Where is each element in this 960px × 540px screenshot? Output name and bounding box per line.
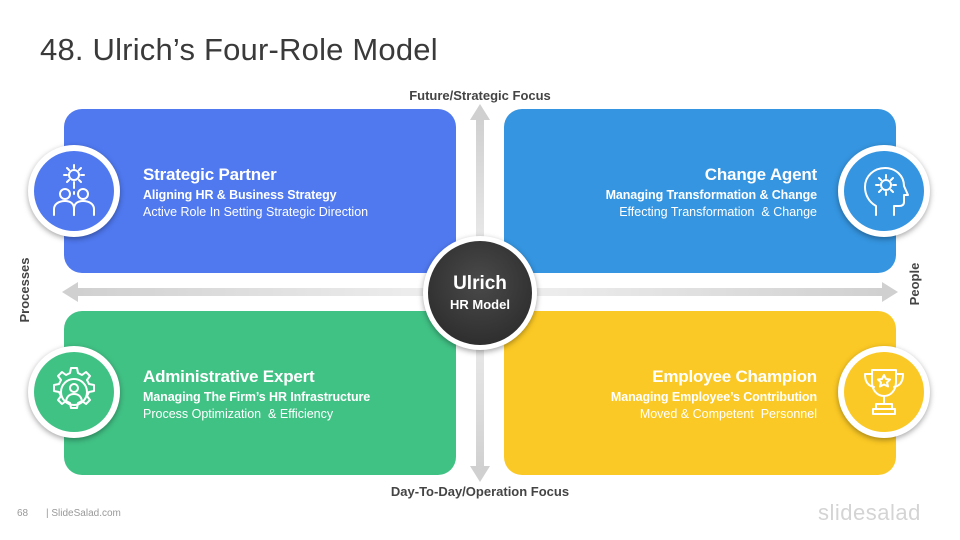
center-hub: Ulrich HR Model — [423, 236, 537, 350]
quadrant-strategic-partner — [64, 109, 456, 273]
strategic-partner-subtitle: Aligning HR & Business Strategy — [143, 188, 337, 202]
quadrant-administrative-expert — [64, 311, 456, 475]
axis-label-top: Future/Strategic Focus — [409, 88, 551, 103]
administrative-expert-subtitle: Managing The Firm’s HR Infrastructure — [143, 390, 371, 404]
employee-champion-subtitle: Managing Employee’s Contribution — [610, 390, 817, 404]
change-agent-heading: Change Agent — [704, 165, 817, 184]
team-gear-icon — [53, 164, 95, 216]
employee-champion-icon-badge — [838, 346, 930, 438]
employee-champion-heading: Employee Champion — [652, 367, 817, 386]
change-agent-text: Change Agent Managing Transformation & C… — [605, 165, 818, 219]
quadrant-employee-champion — [504, 311, 896, 475]
head-gear-icon — [864, 167, 909, 216]
administrative-expert-heading: Administrative Expert — [143, 367, 315, 386]
center-title: Ulrich — [453, 273, 507, 294]
trophy-icon — [864, 369, 904, 415]
axis-label-right: People — [907, 262, 922, 306]
employee-champion-text: Employee Champion Managing Employee’s Co… — [611, 367, 817, 421]
change-agent-icon-badge — [838, 145, 930, 237]
brand-logo: slidesalad — [818, 500, 921, 525]
administrative-expert-description: Process Optimization & Efficiency — [143, 407, 334, 421]
axis-label-left: Processes — [17, 257, 32, 323]
administrative-expert-text: Administrative Expert Managing The Firm’… — [143, 367, 370, 421]
quadrant-change-agent — [504, 109, 896, 273]
slide-title: 48. Ulrich’s Four-Role Model — [40, 32, 438, 67]
axis-label-bottom: Day-To-Day/Operation Focus — [390, 484, 570, 499]
strategic-partner-text: Strategic Partner Aligning HR & Business… — [143, 165, 368, 219]
page-number: 68 — [17, 508, 29, 519]
strategic-partner-icon-badge — [28, 145, 120, 237]
center-subtitle: HR Model — [450, 297, 510, 312]
administrative-expert-icon-badge — [28, 346, 120, 438]
person-gear-icon — [53, 367, 95, 409]
strategic-partner-heading: Strategic Partner — [143, 165, 277, 184]
strategic-partner-description: Active Role In Setting Strategic Directi… — [143, 205, 369, 219]
change-agent-subtitle: Managing Transformation & Change — [605, 188, 818, 202]
employee-champion-description: Moved & Competent Personnel — [639, 407, 817, 421]
change-agent-description: Effecting Transformation & Change — [619, 205, 817, 219]
footer-site: | SlideSalad.com — [46, 508, 121, 519]
